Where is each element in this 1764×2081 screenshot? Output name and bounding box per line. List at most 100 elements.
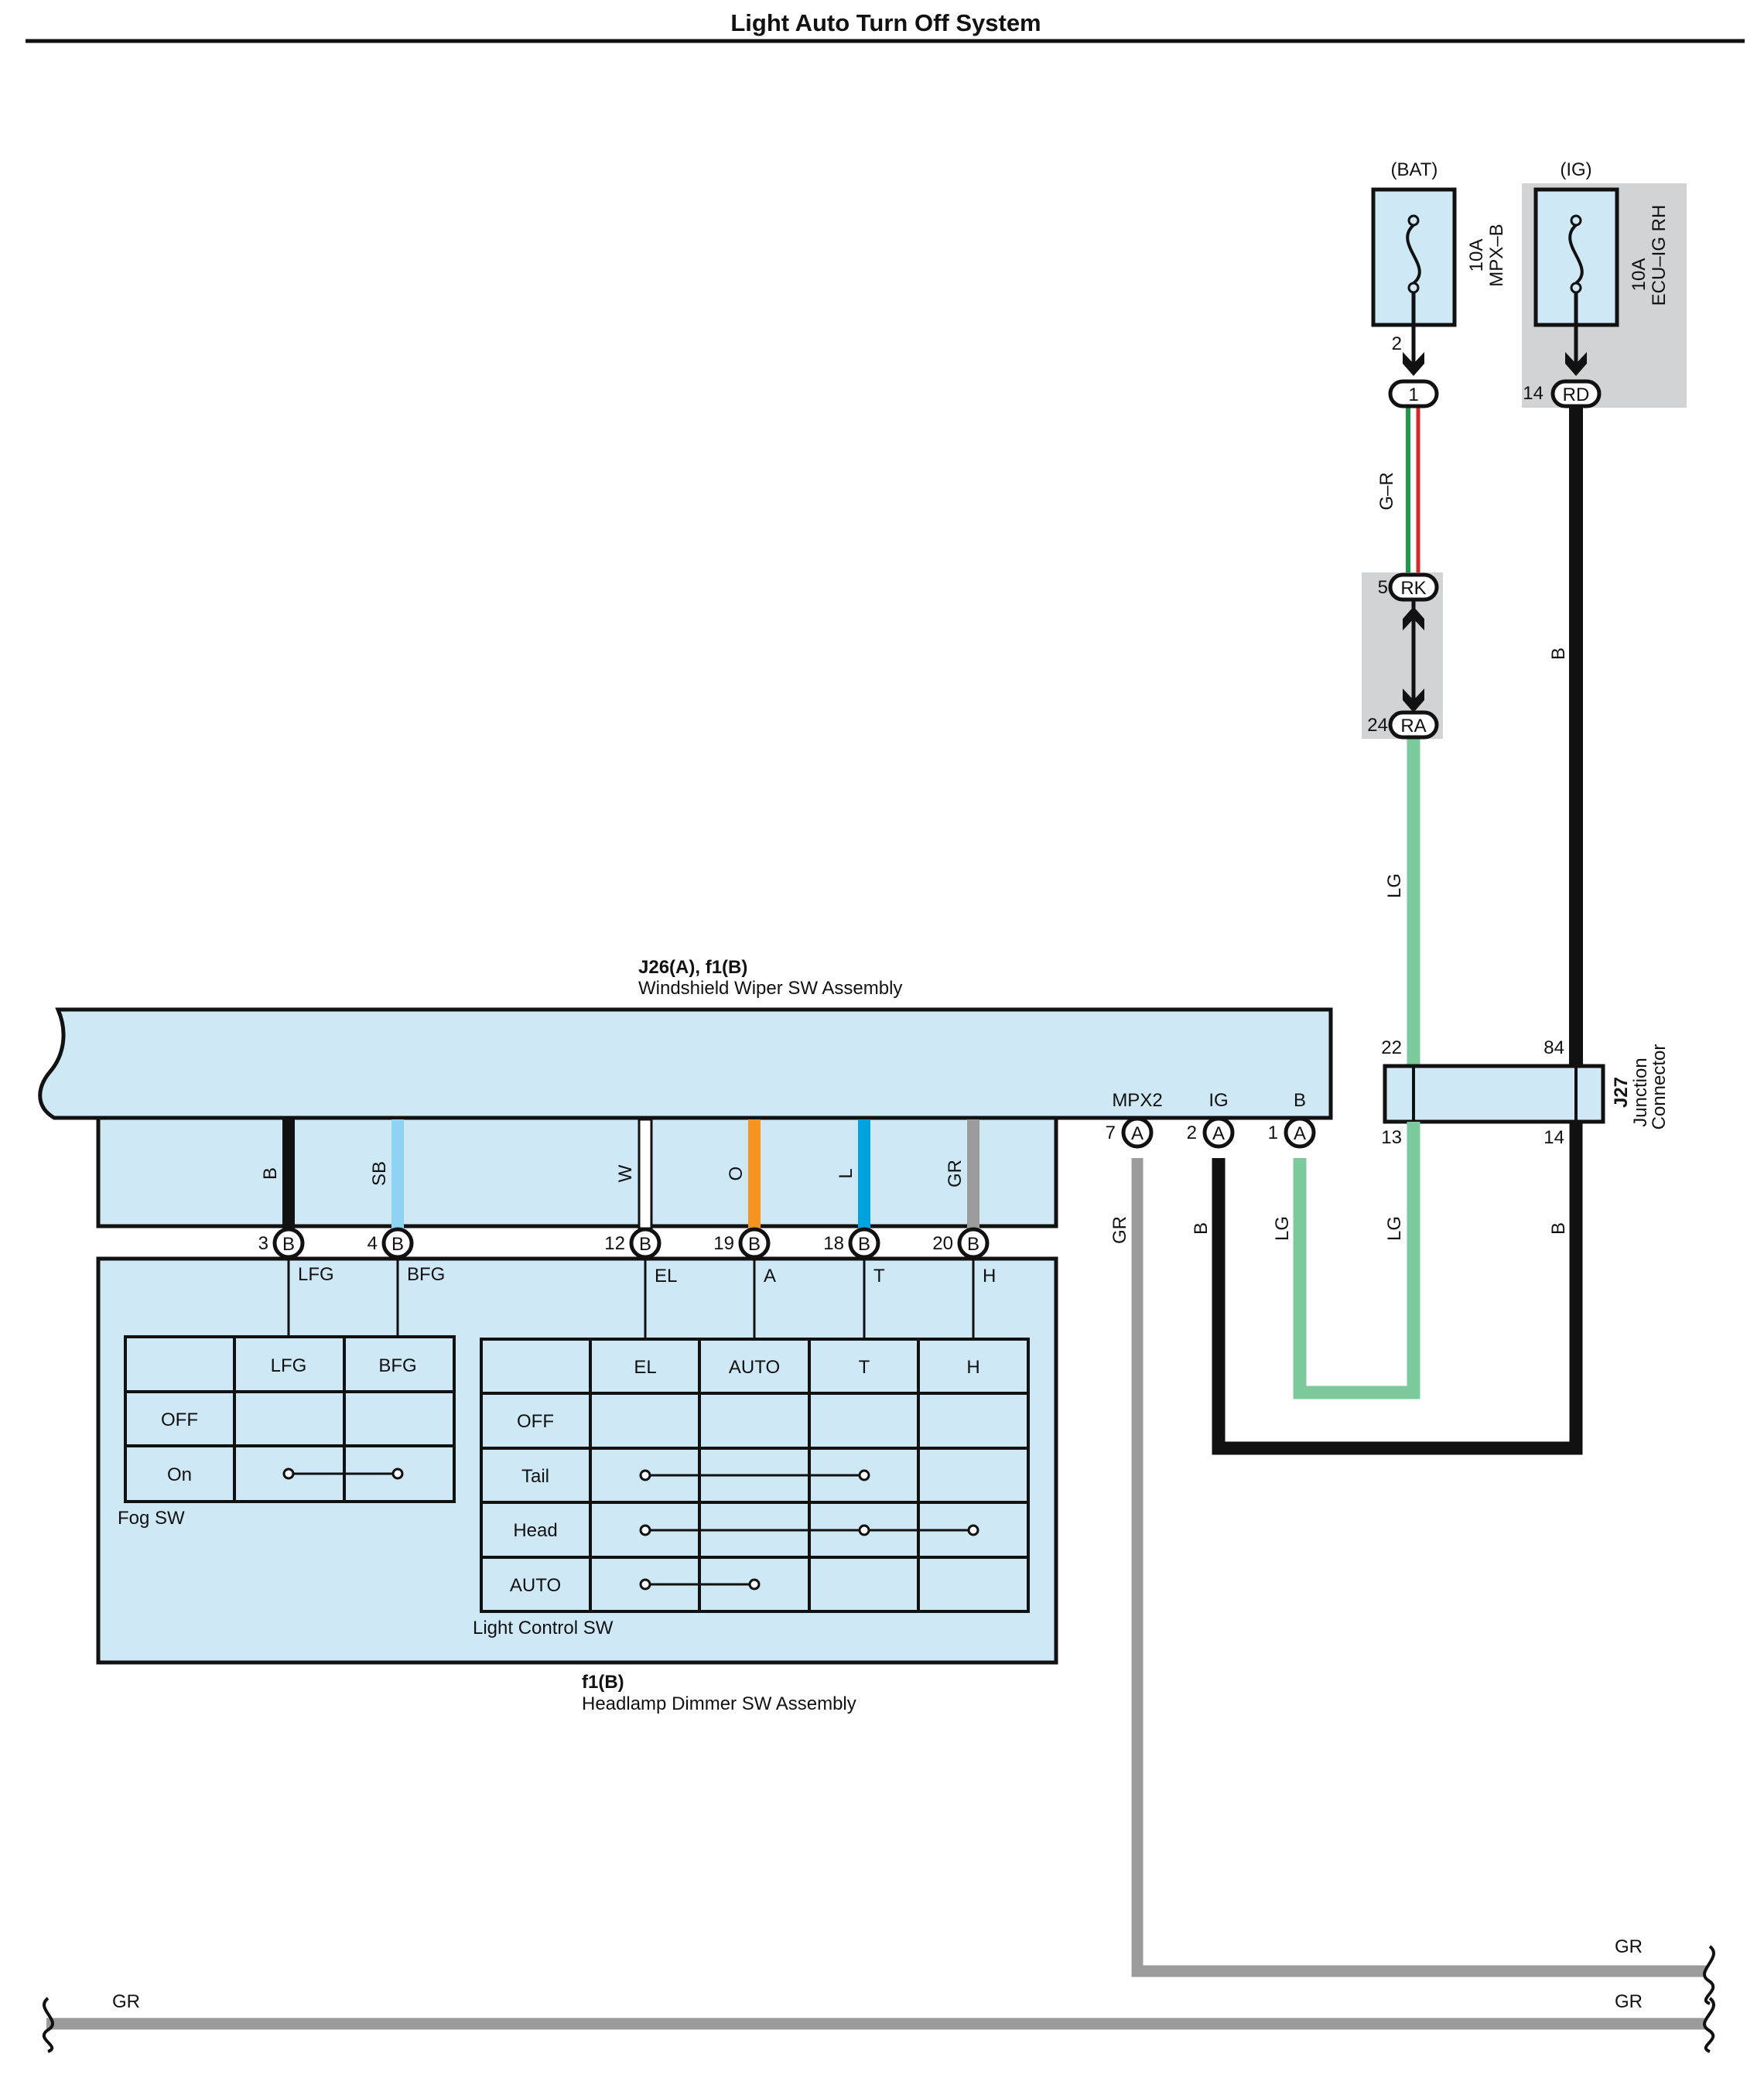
wire-label-w: W (615, 1164, 636, 1182)
wire-lg-loop (1293, 1122, 1420, 1399)
fog-header-bfg: BFG (378, 1355, 416, 1376)
connector-b-12: B (629, 1227, 662, 1259)
connector-a-b: A (1284, 1116, 1316, 1149)
light-control-sw-caption: Light Control SW (473, 1618, 614, 1638)
internal-leads (287, 1259, 975, 1339)
lead-label-h: H (983, 1266, 996, 1287)
wire-label-gr: GR (945, 1160, 966, 1187)
wire-label-gr-mpx2: GR (1109, 1216, 1130, 1244)
wiper-assembly-name: Windshield Wiper SW Assembly (638, 978, 902, 999)
connector-b-4: B (381, 1227, 414, 1259)
fuse-icon (1568, 224, 1584, 285)
svg-text:A: A (1294, 1123, 1306, 1144)
down-arrow-icon (1403, 689, 1424, 712)
pin-number-20: 20 (932, 1233, 953, 1254)
bat-pin-number: 2 (1392, 333, 1402, 354)
junction-pin-13: 13 (1381, 1127, 1402, 1148)
pin-number-7: 7 (1106, 1123, 1116, 1143)
junction-pin-84: 84 (1544, 1037, 1564, 1058)
pin-label-ig: IG (1208, 1090, 1228, 1111)
light-header-auto: AUTO (729, 1357, 780, 1378)
diagram-title: Light Auto Turn Off System (730, 9, 1041, 36)
pin-number-1: 1 (1268, 1123, 1278, 1143)
bat-label: (BAT) (1391, 159, 1438, 180)
wire-break-icon (1703, 1945, 1715, 2005)
wire-break-icon (1703, 1997, 1715, 2053)
fuse1-name: MPX–B (1486, 224, 1507, 286)
connector-b-20: B (957, 1227, 990, 1259)
wire-label-lg-junction: LG (1384, 1216, 1405, 1241)
rk-pin-number: 5 (1378, 577, 1388, 598)
up-arrow-icon (1403, 607, 1424, 630)
fuse2-amp: 10A (1629, 258, 1649, 292)
fuse1-amp: 10A (1466, 239, 1487, 272)
connector-b-3: B (272, 1227, 305, 1259)
wire-b-loop (1212, 1122, 1583, 1455)
svg-text:B: B (639, 1234, 651, 1255)
svg-text:1: 1 (1408, 384, 1418, 405)
pin-label-b: B (1294, 1090, 1306, 1111)
wire-w-pin12 (638, 1118, 653, 1230)
svg-text:RA: RA (1400, 716, 1426, 736)
down-arrow-icon (1403, 352, 1424, 376)
wire-harness-region (96, 1116, 1058, 1228)
wire-label-lg-b: LG (1272, 1216, 1293, 1241)
wiper-assembly-code: J26(A), f1(B) (638, 957, 747, 978)
light-row-tail: Tail (521, 1466, 549, 1487)
fog-sw-table (124, 1335, 456, 1503)
wire-label-gr-right-1: GR (1615, 1936, 1643, 1957)
wiper-assembly-box (38, 1007, 1333, 1120)
fog-row-off: OFF (161, 1410, 198, 1430)
connector-1: 1 (1388, 379, 1439, 408)
pin-label-mpx2: MPX2 (1112, 1090, 1162, 1111)
dimmer-assembly-box (96, 1256, 1058, 1665)
pin-number-18: 18 (823, 1233, 844, 1254)
lead-label-a: A (764, 1266, 776, 1287)
svg-text:A: A (1131, 1123, 1144, 1144)
svg-text:B: B (967, 1234, 979, 1255)
ra-pin-number: 24 (1367, 715, 1388, 736)
wire-label-lg-upper: LG (1384, 873, 1405, 898)
wire-label-b-ig: B (1191, 1222, 1212, 1235)
wire-gr-mpx2 (1131, 1158, 1706, 1977)
svg-text:B: B (391, 1234, 404, 1255)
wire-label-o: O (726, 1167, 747, 1181)
connector-rk: RK (1388, 572, 1439, 602)
light-header-t: T (859, 1357, 870, 1378)
connector-a-mpx2: A (1121, 1116, 1154, 1149)
connector-rd: RD (1550, 379, 1602, 408)
fog-header-lfg: LFG (271, 1355, 307, 1376)
fog-row-on: On (167, 1464, 192, 1485)
junction-pin-14: 14 (1544, 1127, 1564, 1148)
junction-name-1: Junction (1630, 1058, 1651, 1126)
ig-pin-number: 14 (1523, 383, 1544, 404)
svg-text:RD: RD (1563, 384, 1590, 405)
svg-text:B: B (748, 1234, 761, 1255)
junction-name-2: Connector (1649, 1044, 1670, 1130)
connector-ra: RA (1388, 710, 1439, 740)
pin-number-19: 19 (713, 1233, 734, 1254)
light-header-h: H (966, 1357, 979, 1378)
wire-label-gr-left: GR (112, 1991, 140, 2012)
wire-label-g-r: G–R (1376, 472, 1397, 510)
wire-label-b: B (260, 1167, 281, 1180)
fog-sw-caption: Fog SW (118, 1508, 185, 1529)
light-control-sw-table (480, 1338, 1030, 1613)
wire-label-b-junction: B (1548, 1222, 1569, 1235)
fuse2-name: ECU–IG RH (1649, 205, 1670, 306)
connector-b-18: B (848, 1227, 880, 1259)
wire-label-sb: SB (369, 1161, 390, 1186)
wire-label-l: L (836, 1168, 856, 1178)
junction-pin-22: 22 (1381, 1037, 1402, 1058)
pin-number-12: 12 (604, 1233, 625, 1254)
pin-number-2: 2 (1187, 1123, 1197, 1143)
pin-number-4: 4 (368, 1233, 378, 1254)
svg-text:B: B (282, 1234, 295, 1255)
wire-label-gr-right-2: GR (1615, 1991, 1643, 2012)
pin-number-3: 3 (258, 1233, 268, 1254)
dimmer-assembly-code: f1(B) (582, 1672, 624, 1693)
connector-b-19: B (738, 1227, 771, 1259)
connector-a-ig: A (1202, 1116, 1235, 1149)
svg-text:A: A (1212, 1123, 1225, 1144)
junction-code: J27 (1611, 1077, 1632, 1108)
